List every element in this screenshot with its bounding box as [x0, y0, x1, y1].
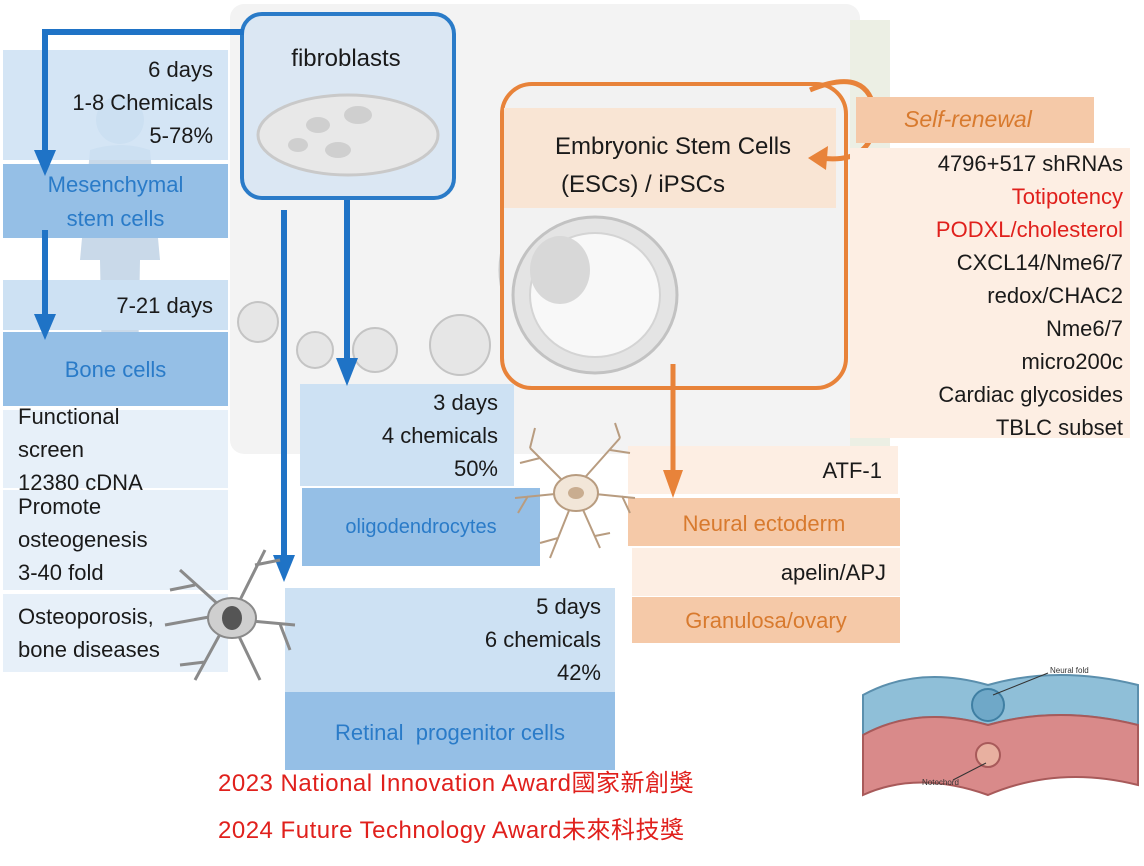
mesenchymal-info: 6 days 1-8 Chemicals 5-78%: [3, 53, 213, 152]
award-2024: 2024 Future Technology Award未來科技獎: [218, 817, 685, 844]
self-renewal-item: redox/CHAC2: [987, 283, 1123, 308]
retinal-label-box: [285, 692, 615, 770]
bone-duration: 7-21 days: [116, 293, 213, 318]
bone-label: Bone cells: [64, 357, 167, 382]
bone-detail-box-3: [3, 594, 228, 672]
apelin-box: [632, 548, 900, 596]
neural-ectoderm-label: Neural ectoderm: [682, 511, 846, 536]
mesenchymal-info-box: [3, 50, 228, 160]
bone-detail-box-2: [3, 490, 228, 590]
blastocyst-illustration: [511, 215, 679, 375]
self-renewal-item: PODXL/cholesterol: [935, 217, 1123, 242]
retinal-duration: 5 days: [536, 594, 601, 619]
bone-label-box: [3, 332, 228, 406]
retinal-label: Retinal progenitor cells: [335, 720, 565, 745]
retinal-info: 5 days 6 chemicals 42%: [285, 590, 601, 689]
neural-fold-figure: [862, 672, 1139, 797]
oligodendrocytes-label-box: [302, 488, 540, 566]
self-renewal-item: Totipotency: [1011, 184, 1123, 209]
oligodendrocytes-label: oligodendrocytes: [345, 516, 497, 538]
neural-ectoderm-box: [628, 498, 900, 546]
bone-detail-box-1: [3, 410, 228, 488]
granulosa-box: [632, 597, 900, 643]
esc-header-band: [504, 108, 836, 208]
self-renewal-list-box: [850, 148, 1130, 438]
osteocyte-cell-illustration: [164, 549, 296, 681]
mesenchymal-duration: 6 days: [148, 57, 213, 82]
self-renewal-item: TBLC subset: [995, 415, 1123, 440]
self-renewal-item: CXCL14/Nme6/7: [956, 250, 1123, 275]
oligo-duration: 3 days: [433, 390, 498, 415]
mesenchymal-chemicals: 1-8 Chemicals: [72, 90, 213, 115]
bone-detail-diseases: Osteoporosis, bone diseases: [18, 604, 160, 662]
mesenchymal-efficiency: 5-78%: [149, 123, 213, 148]
self-renewal-item: micro200c: [1021, 349, 1123, 374]
oligo-efficiency: 50%: [453, 456, 498, 481]
granulosa-label: Granulosa/ovary: [685, 608, 847, 633]
oligodendrocyte-cell-illustration: [514, 422, 636, 559]
apelin-label: apelin/APJ: [780, 560, 886, 585]
notochord-caption: Notochord: [922, 778, 959, 787]
esc-label-line1: Embryonic Stem Cells: [554, 133, 792, 160]
retinal-efficiency: 42%: [556, 660, 601, 685]
oligodendrocytes-info-box: [300, 384, 514, 486]
oligodendrocytes-info: 3 days 4 chemicals 50%: [300, 386, 498, 485]
oligo-chemicals: 4 chemicals: [381, 423, 498, 448]
bone-detail-functional-screen: Functional screen 12380 cDNA: [18, 404, 143, 495]
self-renewal-label-box: [856, 97, 1094, 143]
self-renewal-item: Cardiac glycosides: [938, 382, 1123, 407]
neural-fold-caption: Neural fold: [1050, 666, 1089, 675]
self-renewal-item: 4796+517 shRNAs: [937, 151, 1123, 176]
fibroblasts-label: fibroblasts: [291, 45, 401, 72]
retinal-chemicals: 6 chemicals: [484, 627, 601, 652]
bone-detail-osteogenesis: Promote osteogenesis 3-40 fold: [18, 494, 148, 585]
retinal-info-box: [285, 588, 615, 692]
mesenchymal-label-line2: stem cells: [66, 206, 165, 231]
atf-label: ATF-1: [822, 458, 882, 483]
self-renewal-label: Self-renewal: [904, 106, 1032, 132]
self-renewal-list: 4796+517 shRNAs Totipotency PODXL/choles…: [850, 147, 1123, 444]
esc-label-line2: (ESCs) / iPSCs: [560, 171, 725, 198]
mesenchymal-label-line1: Mesenchymal: [47, 172, 184, 197]
self-renewal-item: Nme6/7: [1045, 316, 1123, 341]
petri-dish-icon: [256, 93, 440, 177]
mesenchymal-label-box: [3, 164, 228, 238]
award-2023: 2023 National Innovation Award國家新創獎: [218, 770, 694, 797]
